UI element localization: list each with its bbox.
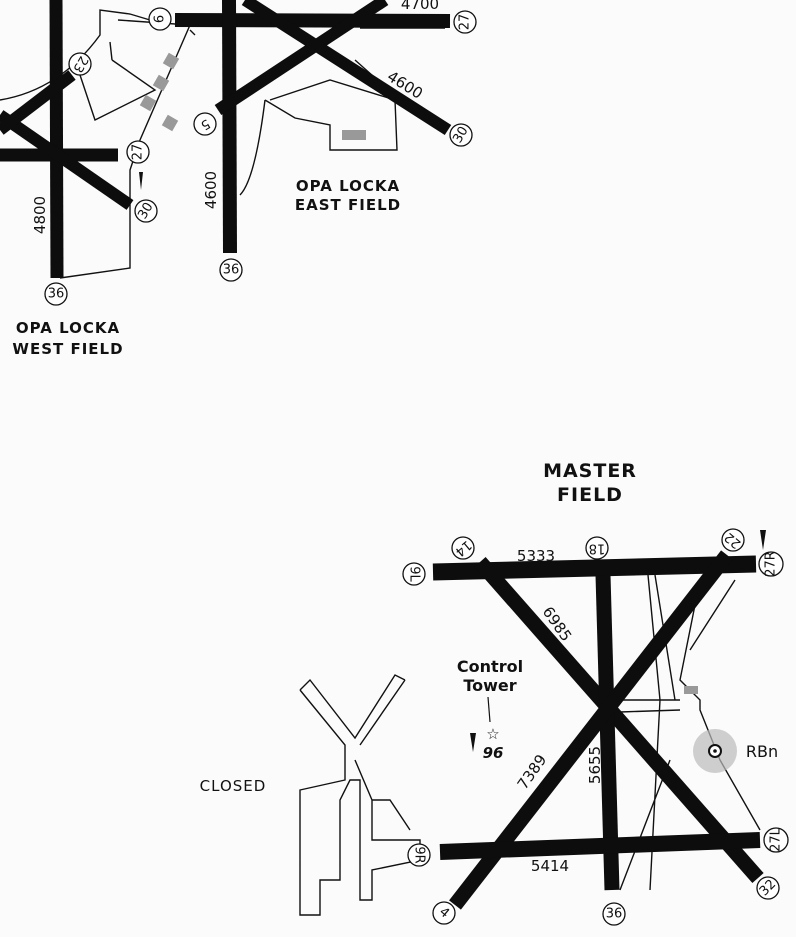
runway-length: 4800: [31, 196, 49, 234]
east-taxiway: [189, 29, 398, 196]
runway-end-marker: [585, 536, 609, 560]
field-name: EAST FIELD: [295, 196, 401, 214]
beacon-light-icon: [139, 172, 143, 190]
runway-end-marker: [451, 536, 475, 560]
runway-end-marker: [756, 876, 780, 900]
runway-end-label: 6: [153, 15, 168, 23]
building: [684, 686, 698, 694]
building: [161, 114, 179, 132]
runway-end-marker: [763, 827, 789, 853]
runway-end-marker: [453, 10, 477, 34]
west-field: 4800 23 27 30 36 OPA LOCKA WEST FIELD: [0, 0, 192, 358]
runway-end-label: 36: [606, 907, 623, 922]
runway-west-23: [0, 70, 76, 135]
runway-length: 5333: [517, 547, 555, 565]
beacon-light-icon: [760, 530, 766, 550]
runway-length: 5414: [531, 857, 569, 875]
runway-end-marker: [602, 902, 626, 926]
building: [152, 74, 170, 92]
runway-18-36: [595, 574, 620, 891]
control-tower-label: Tower: [463, 676, 516, 695]
field-elevation: 96: [483, 744, 504, 762]
runway-end-label: 18: [589, 541, 606, 556]
master-field: MASTER FIELD 5333 6985 7389 5655 5414 9L…: [402, 460, 789, 926]
control-tower-label: Control: [457, 657, 523, 676]
closed-field-label: CLOSED: [200, 777, 267, 795]
runway-east-30: [241, 0, 452, 136]
runway-end-marker: [449, 123, 473, 147]
runway-end-marker: [402, 562, 426, 586]
beacon-light-icon: [470, 733, 476, 752]
runway-end-marker: [68, 52, 92, 76]
runway-end-label: 30: [135, 200, 156, 222]
runway-end-label: 27L: [769, 827, 784, 852]
radio-beacon-center: [713, 749, 717, 753]
runway-end-marker: [219, 258, 243, 282]
east-field: 4700 4600 4600 6 27 5 30 36 OPA LOCKA EA…: [148, 0, 477, 282]
runway-west-30: [0, 110, 134, 210]
runway-length: 4700: [401, 0, 439, 13]
closed-field: CLOSED: [200, 674, 421, 916]
runway-end-label: 23: [69, 53, 90, 75]
building: [162, 52, 180, 70]
building: [139, 94, 157, 112]
pointer-arrow: [487, 696, 491, 723]
field-name: FIELD: [557, 484, 623, 506]
west-taxiway: [0, 9, 151, 101]
runway-end-marker: [721, 528, 745, 552]
runway-end-marker: [134, 199, 158, 223]
building: [342, 130, 366, 140]
runway-end-label: 36: [223, 263, 240, 278]
runway-9r-27l: [439, 832, 761, 860]
runway-east-27: [174, 13, 451, 28]
runway-end-label: 30: [450, 124, 471, 146]
radio-beacon-label: RBn: [746, 742, 778, 761]
runway-end-marker: [44, 282, 68, 306]
runway-length: 5655: [586, 746, 604, 784]
runway-length: 4600: [202, 171, 220, 209]
runway-14-32: [474, 557, 764, 883]
runway-end-label: 9R: [412, 846, 427, 863]
runway-end-marker: [407, 843, 431, 867]
closed-taxiway: [299, 674, 421, 916]
west-taxiway: [79, 41, 157, 121]
runway-end-label: 27: [458, 14, 473, 31]
field-name: OPA LOCKA: [16, 319, 120, 337]
field-name: OPA LOCKA: [296, 177, 400, 195]
field-name: MASTER: [543, 460, 637, 482]
runway-end-marker: [126, 140, 150, 164]
runway-end-label: 27R: [764, 551, 779, 577]
runway-east-36: [222, 0, 237, 254]
runway-end-marker: [193, 112, 217, 136]
runway-end-marker: [148, 7, 172, 31]
control-tower-star-icon: ☆: [486, 725, 499, 743]
runway-end-label: 36: [48, 287, 65, 302]
runway-end-marker: [432, 901, 456, 925]
runway-end-label: 27: [131, 144, 146, 161]
field-name: WEST FIELD: [12, 340, 123, 358]
runway-end-label: 9L: [407, 566, 422, 582]
runway-west-36: [49, 0, 64, 279]
runway-east-5: [214, 0, 389, 116]
runway-end-marker: [758, 551, 784, 577]
